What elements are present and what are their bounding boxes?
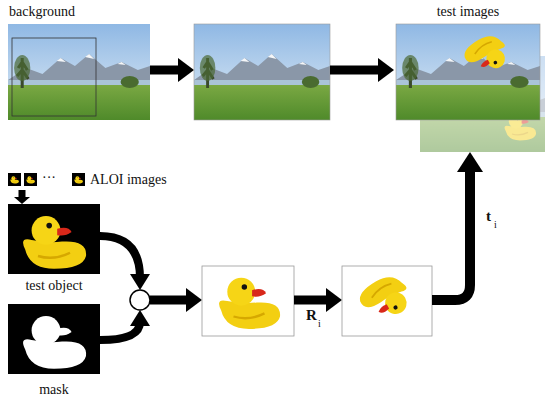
panel-caption: mask bbox=[39, 382, 69, 398]
flow-arrow bbox=[14, 190, 30, 204]
panel-caption: test object bbox=[25, 278, 82, 294]
image-panel: background bbox=[6, 2, 152, 122]
symbol-label: i bbox=[318, 316, 321, 332]
image-panel: ALOI images bbox=[6, 170, 176, 190]
symbol-label: ··· bbox=[42, 170, 56, 186]
panel-caption: test images bbox=[437, 4, 500, 20]
panel-caption: ALOI images bbox=[90, 172, 167, 188]
panel-caption: background bbox=[9, 4, 75, 20]
symbol-label: i bbox=[494, 217, 497, 233]
image-panel: test images bbox=[393, 2, 543, 122]
symbol-label: t bbox=[486, 208, 491, 224]
image-panel: test object bbox=[6, 204, 102, 296]
symbol-label: R bbox=[306, 307, 317, 323]
image-panel: mask bbox=[6, 304, 102, 402]
